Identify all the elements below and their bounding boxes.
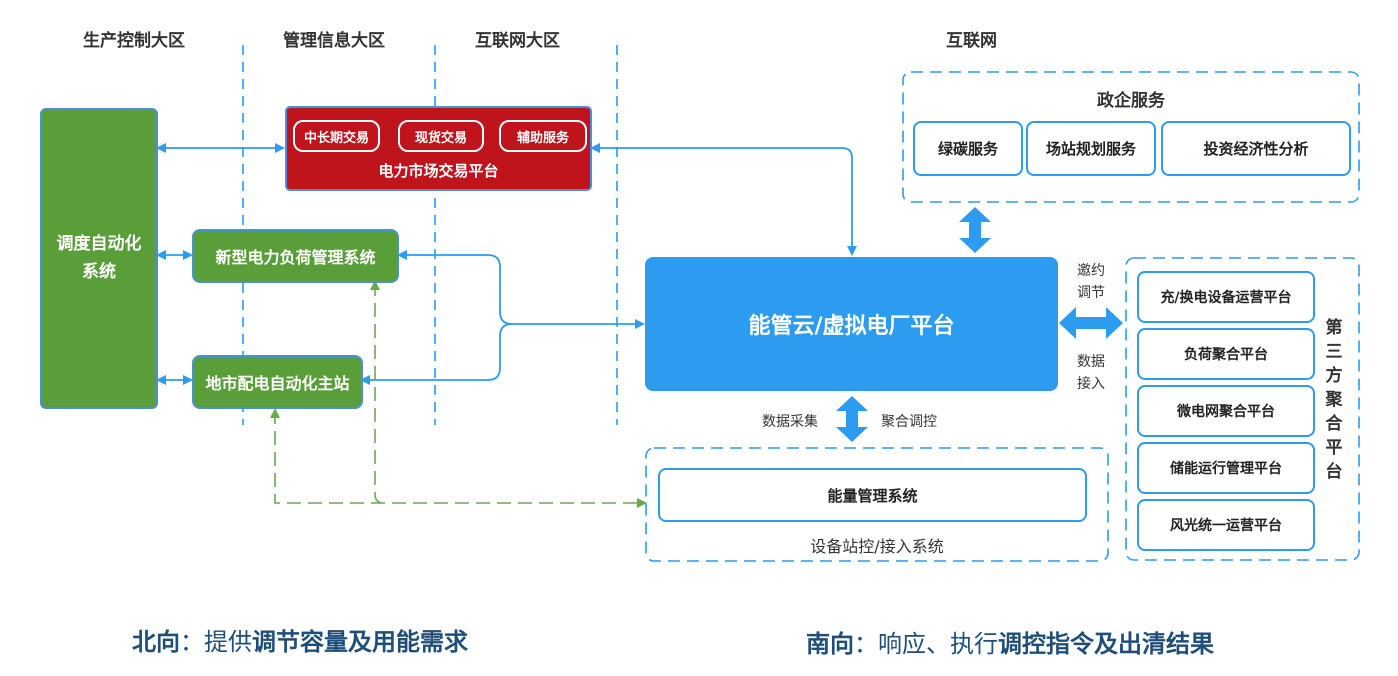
label-data-2: 接入 — [1077, 376, 1105, 392]
label-data-collect: 数据采集 — [762, 414, 818, 430]
third-party-frame — [1125, 257, 1360, 561]
power-market-platform[interactable]: 中长期交易 现货交易 辅助服务 电力市场交易平台 — [285, 106, 592, 191]
cloud-device-double-arrow — [836, 396, 868, 442]
gov-services-frame — [902, 71, 1360, 203]
dispatch-label-line1: 调度自动化 — [56, 234, 142, 255]
load-ems-dashed-link — [370, 280, 385, 504]
gov-item-green-carbon[interactable]: 绿碳服务 — [913, 121, 1023, 176]
market-cloud-link — [590, 143, 857, 256]
third-party-title-char: 聚 — [1325, 390, 1343, 410]
third-party-title-char: 平 — [1325, 438, 1343, 458]
virtual-power-plant-platform[interactable]: 能管云/虚拟电厂平台 — [645, 257, 1058, 391]
north-bold-text: 调节容量及用能需求 — [252, 628, 468, 656]
load-management-system[interactable]: 新型电力负荷管理系统 — [192, 229, 399, 283]
zone-title-internet-zone: 互联网大区 — [475, 31, 560, 51]
third-party-microgrid[interactable]: 微电网聚合平台 — [1137, 385, 1315, 437]
third-party-storage[interactable]: 储能运行管理平台 — [1137, 442, 1315, 494]
load-cloud-link — [397, 250, 645, 329]
dispatch-automation-system[interactable]: 调度自动化 系统 — [40, 108, 158, 409]
label-invite-1: 邀约 — [1077, 263, 1105, 279]
gov-services-title: 政企服务 — [1097, 91, 1165, 111]
third-party-title-char: 合 — [1325, 414, 1343, 434]
south-heading: 南向 — [806, 630, 854, 658]
label-data-1: 数据 — [1077, 354, 1105, 370]
dist-cloud-link — [360, 323, 513, 385]
north-heading: 北向 — [132, 628, 180, 656]
zone-title-internet: 互联网 — [946, 31, 997, 51]
north-caption: 北向：提供调节容量及用能需求 — [132, 622, 468, 657]
third-party-title-char: 第 — [1325, 318, 1343, 338]
third-party-title-char: 三 — [1325, 342, 1343, 362]
zone-title-management: 管理信息大区 — [283, 31, 385, 51]
north-colon: ： — [180, 628, 204, 656]
gov-item-investment-analysis[interactable]: 投资经济性分析 — [1161, 121, 1351, 176]
third-party-load-aggregation[interactable]: 负荷聚合平台 — [1137, 328, 1315, 380]
dist-ems-dashed-link — [270, 408, 647, 508]
energy-management-system[interactable]: 能量管理系统 — [658, 468, 1087, 522]
gov-cloud-double-arrow — [959, 207, 991, 253]
south-bold-text: 调控指令及出清结果 — [998, 630, 1214, 658]
label-invite-2: 调节 — [1077, 285, 1105, 301]
market-item-ancillary[interactable]: 辅助服务 — [499, 120, 587, 152]
distribution-automation-master[interactable]: 地市配电自动化主站 — [192, 355, 363, 409]
dispatch-label-line2: 系统 — [82, 261, 116, 282]
zone-title-production: 生产控制大区 — [83, 31, 185, 51]
third-party-title: 第 三 方 聚 合 平 台 — [1322, 316, 1346, 484]
third-party-wind-solar[interactable]: 风光统一运营平台 — [1137, 499, 1315, 551]
south-caption: 南向：响应、执行调控指令及出清结果 — [806, 624, 1214, 659]
north-normal-text: 提供 — [204, 628, 252, 656]
third-party-charging-platform[interactable]: 充/换电设备运营平台 — [1137, 271, 1315, 323]
third-party-title-char: 方 — [1325, 366, 1343, 386]
south-colon: ： — [854, 630, 878, 658]
cloud-thirdparty-double-arrow — [1059, 307, 1123, 339]
market-item-long-term[interactable]: 中长期交易 — [293, 120, 380, 152]
gov-item-site-planning[interactable]: 场站规划服务 — [1026, 121, 1156, 176]
market-item-spot[interactable]: 现货交易 — [398, 120, 484, 152]
label-aggregate-control: 聚合调控 — [881, 414, 937, 430]
device-station-title: 设备站控/接入系统 — [810, 537, 944, 556]
market-platform-title: 电力市场交易平台 — [378, 162, 499, 180]
third-party-title-char: 台 — [1325, 462, 1343, 482]
south-normal-text: 响应、执行 — [878, 630, 998, 658]
